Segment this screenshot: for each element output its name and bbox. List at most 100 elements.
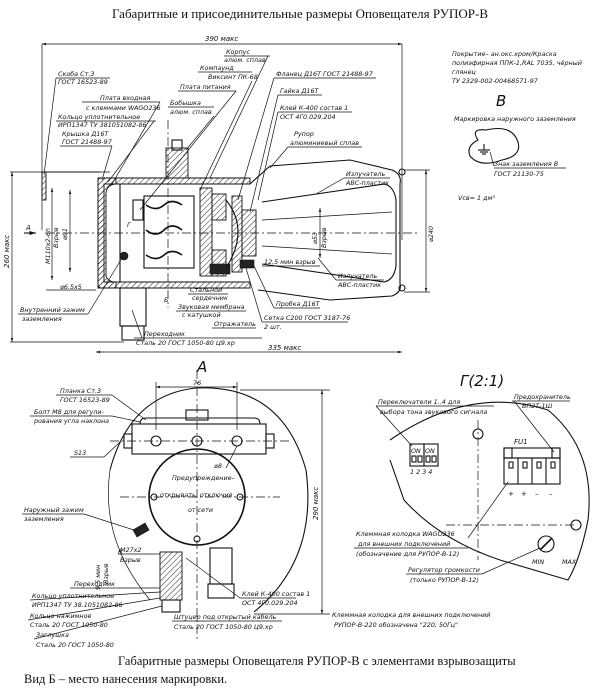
callouts-front: Планка Ст.3 ГОСТ 16523-89 Болт М8 для ре… [22,387,310,649]
callout-radiator-bottom: Излучатель [338,272,377,280]
callout-nut: Гайка Д16Т [280,87,320,95]
dip-switch[interactable]: ON ON 1 2 3 4 [409,443,439,476]
leader [269,146,289,169]
callout-membrane-2: с катушкой [182,311,221,319]
leader [317,257,337,281]
callout-external-ground-2: заземления [24,515,64,523]
boss-nut [171,139,183,151]
leader [33,605,163,640]
volume-label-2: (только РУПОР-В-12) [410,576,479,584]
volume-knob[interactable] [537,535,555,553]
callout-plate-2: ГОСТ 16523-89 [60,396,110,404]
volume-max: MAX [562,558,577,566]
depth-label: 9,5 мин [94,565,102,590]
terminal-2[interactable] [522,461,528,469]
leader [27,597,161,621]
detail-g: Г(2:1) ON ON 1 2 3 4 Переключатели 1..4 … [332,372,590,629]
leader [101,145,113,181]
fuse-label-1: Предохранитель [514,393,571,401]
polarity-3: – [535,490,539,498]
callout-body-2: алюм. сплав [224,56,266,64]
callout-input-board: Плата входная [100,94,150,102]
leader [131,309,143,339]
side-view: 390 макс [3,35,435,354]
callout-cover-2: ГОСТ 21488-97 [62,138,112,146]
dim-91-label: ⌀91 [61,228,69,240]
callout-inner-ground-2: заземления [22,315,62,323]
callout-glue-front-2: ОСТ 4Г0.029.204 [242,599,298,607]
callout-radiator-top: Излучатель [346,170,385,178]
horn-lip-top [398,168,406,176]
ground-sign-label: Знак заземления В [494,160,558,168]
horn-outer [249,159,401,301]
switch-2[interactable] [417,455,423,463]
terminal-4[interactable] [550,461,556,469]
terminal-block[interactable] [503,457,561,485]
callout-horn-2: алюминиевый сплав [290,139,359,147]
dip-switch-block-2[interactable] [423,443,439,467]
callout-input-board-2: с клеммами WAGO236 [86,104,161,112]
depth-note: Взрыв [102,563,110,584]
fuse-cap-left [503,447,513,459]
dim-m110-label: M110x2-6h [44,228,52,264]
gap-label: 12,5 мин взрыв [264,258,316,266]
leader [375,405,413,447]
callout-seal-ring-front: Кольцо уплотнительное [32,592,114,600]
front-view-a: А 76 Предупреждение– открывать, отключив… [22,358,330,649]
leader [253,265,275,309]
tilt-arc [109,387,309,613]
detail-boundary [389,401,590,581]
leader [237,77,275,201]
callout-plug-front: Заглушка [36,631,69,639]
leader [489,151,495,167]
callouts-side: Скоба Ст.3 ГОСТ 16523-89 Плата входная с… [18,48,390,347]
callout-bracket: Скоба Ст.3 [58,70,94,78]
warning-line-1: Предупреждение– [172,474,235,482]
volume-knob-circle[interactable] [537,535,555,553]
callout-body: Корпус [226,48,250,56]
detail-screw-right [570,519,582,531]
radiator-inner [261,211,393,255]
free-volume: Vсв= 1 дм³ [458,194,495,202]
terminal-3[interactable] [536,461,542,469]
switch-1[interactable] [411,455,417,463]
callout-cable-gland: Штуцер под открытый кабель [174,613,277,621]
leader [139,90,237,211]
switch-3[interactable] [425,455,431,463]
fuse-cap-right [551,447,561,459]
callout-compound: Компаунд [200,64,234,72]
leader [185,557,241,599]
bottom-note: Вид Б – место нанесения маркировки. [24,672,228,686]
coating-line-3: глянец [452,68,476,76]
leader [245,267,263,323]
power-board [132,199,144,221]
callout-steel-core-2: сердечник [192,294,228,302]
detail-screw-top [472,428,484,440]
gland-nut [161,599,181,613]
b-mark: В [118,548,122,556]
drawing-title: Габаритные и присоединительные размеры О… [111,6,489,21]
tilt-arc-left [107,469,151,601]
leader [107,120,155,183]
callout-flange: Фланец Д16Т ГОСТ 21488-97 [276,70,373,78]
fuse-label-2: ВП2Т-1Ш [522,402,553,410]
volume-knob-slot [539,537,553,551]
switch-4[interactable] [431,455,437,463]
volume-min: MIN [532,558,544,566]
plug-gasket [239,259,255,269]
view-b-label: В [496,92,506,110]
leader [209,55,269,179]
leader [111,415,141,423]
hole-dim-label: ⌀6.5x5 [60,283,82,291]
leader [83,513,135,531]
terminal-1[interactable] [508,461,514,469]
callout-glue-2: ОСТ 4Г0.029.204 [280,113,336,121]
dim-240-label: ⌀240 [427,226,435,242]
marking-area [468,127,520,164]
leader [467,481,509,539]
callout-tilt-bolt-2: рования угла наклона [33,417,109,425]
callout-bracket-std: ГОСТ 16523-89 [58,78,108,86]
leader [225,445,238,469]
dim-260-label: 260 макс [3,235,11,268]
terminal-label-2: для внешних подключений [357,540,450,548]
